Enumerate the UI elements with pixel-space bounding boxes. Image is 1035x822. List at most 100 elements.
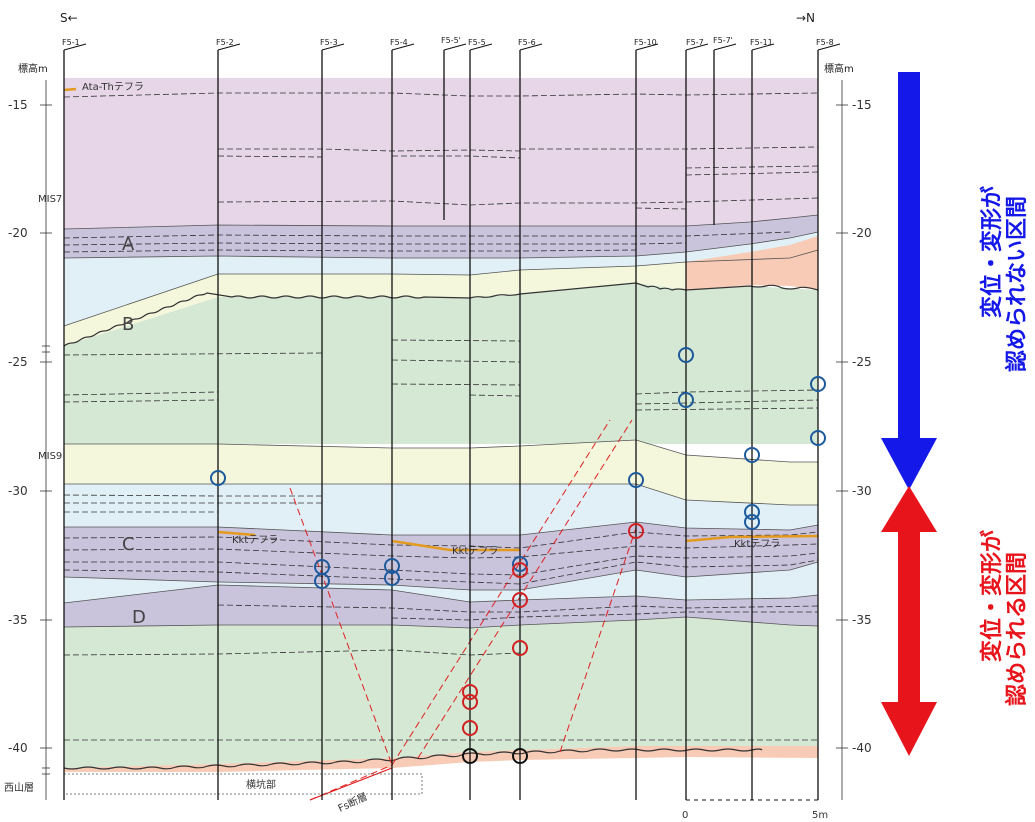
- left-elevation-axis: [40, 80, 52, 800]
- ata-th-tephra-label: Ata-Thテフラ: [82, 81, 144, 93]
- sample-marker: [512, 562, 528, 578]
- kkt-tephra-label-left: Kktテフラ: [232, 534, 278, 546]
- fs-fault-solid: [309, 767, 393, 801]
- borehole-label: F5-10: [634, 38, 657, 47]
- tick-label: -35: [852, 613, 872, 627]
- tick-label: -15: [852, 98, 872, 112]
- lower-annotation: 変位・変形が 認められる区間: [979, 530, 1030, 706]
- borehole-label: F5-7: [686, 38, 704, 47]
- displacement-arrow: [881, 486, 937, 756]
- tunnel-label: 横坑部: [246, 778, 276, 791]
- tick-label: -20: [852, 226, 872, 240]
- lower-annotation-line2: 認められる区間: [1004, 552, 1030, 706]
- tick-label: -35: [8, 613, 28, 627]
- tick-label: -25: [852, 355, 872, 369]
- base-unit-label: 西山層: [4, 782, 34, 794]
- right-elevation-axis: [836, 80, 848, 800]
- sample-marker: [810, 430, 826, 446]
- fault-line-3: [417, 419, 633, 759]
- upper-annotation-line2: 認められない区間: [1004, 196, 1030, 372]
- tick-label: -30: [852, 484, 872, 498]
- stratigraphy-fills: [64, 78, 818, 772]
- layer-label-b: B: [122, 314, 134, 335]
- sample-marker: [512, 592, 528, 608]
- lower-annotation-line1: 変位・変形が: [979, 530, 1005, 662]
- sample-markers-blue: [210, 347, 826, 589]
- borehole-label: F5-3: [320, 38, 338, 47]
- borehole-label: F5-5': [441, 36, 461, 45]
- stage-label-mis9: MIS9: [38, 451, 62, 462]
- sample-marker: [512, 640, 528, 656]
- borehole-label: F5-4: [390, 38, 408, 47]
- sample-marker: [628, 472, 644, 488]
- sample-marker: [744, 504, 760, 520]
- tick-label: -25: [8, 355, 28, 369]
- ata-th-tephra-line: [63, 87, 77, 92]
- green-layer-upper: [64, 283, 818, 444]
- scale-bar: 0 5m: [682, 799, 828, 821]
- mis9-silt: [64, 440, 818, 505]
- sample-marker: [462, 694, 478, 710]
- layer-label-c: C: [122, 534, 135, 555]
- borehole-tops: [63, 43, 841, 51]
- erosional-surface-base: [63, 748, 763, 770]
- sample-marker: [744, 447, 760, 463]
- sample-marker: [628, 523, 644, 539]
- elevation-label-right: 標高m: [824, 62, 854, 75]
- right-tick-labels: -15 -20 -25 -30 -35 -40: [852, 98, 872, 755]
- upper-annotation-line1: 変位・変形が: [979, 186, 1005, 318]
- borehole-label: F5-1: [62, 38, 80, 47]
- direction-north: →N: [796, 11, 815, 25]
- sample-marker: [384, 570, 400, 586]
- elevation-label-left: 標高m: [18, 62, 48, 75]
- borehole-label: F5-11: [750, 38, 773, 47]
- sample-marker: [512, 556, 528, 572]
- fault-line-4: [559, 527, 637, 753]
- borehole-label: F5-6: [518, 38, 536, 47]
- direction-south: S←: [60, 11, 78, 25]
- kkt-tephra-line-center: [391, 539, 520, 552]
- sample-marker: [384, 558, 400, 574]
- kkt-tephra-line-left: [217, 530, 256, 537]
- fault-line-1: [289, 487, 393, 766]
- borehole-labels: F5-1 F5-2 F5-3 F5-4 F5-5' F5-5 F5-6 F5-1…: [62, 36, 834, 47]
- layer-c-clay: [64, 522, 818, 590]
- borehole-label: F5-8: [816, 38, 834, 47]
- sample-marker: [462, 684, 478, 700]
- borehole-label: F5-2: [216, 38, 234, 47]
- tick-label: -15: [8, 98, 28, 112]
- sample-marker: [462, 748, 478, 764]
- mis7-layer: [64, 78, 818, 230]
- layer-a-clay: [64, 215, 818, 258]
- sample-marker: [678, 347, 694, 363]
- sample-markers-black: [462, 748, 528, 764]
- tick-label: -40: [852, 741, 872, 755]
- kkt-tephra-label-right: Kktテフラ: [734, 538, 780, 550]
- kkt-tephra-label-center: Kktテフラ: [452, 545, 498, 557]
- fault-lines: [289, 419, 637, 801]
- sand-layer-middle: [64, 484, 818, 535]
- sample-marker: [512, 748, 528, 764]
- green-layer-lower: [64, 617, 818, 768]
- sample-marker: [678, 392, 694, 408]
- borehole-label: F5-7': [713, 36, 733, 45]
- fault-line-2: [391, 419, 611, 766]
- sample-marker: [462, 720, 478, 736]
- tick-label: -40: [8, 741, 28, 755]
- layer-label-a: A: [122, 234, 135, 255]
- scale-label-zero: 0: [682, 810, 688, 821]
- scale-label-five: 5m: [812, 810, 828, 821]
- borehole-label: F5-5: [468, 38, 486, 47]
- erosional-surface-b: [63, 282, 819, 347]
- sample-marker: [314, 573, 330, 589]
- upper-annotation: 変位・変形が 認められない区間: [979, 186, 1030, 372]
- tick-label: -30: [8, 484, 28, 498]
- tephra-lines: [63, 87, 819, 552]
- no-displacement-arrow: [881, 72, 937, 490]
- sample-marker: [210, 470, 226, 486]
- tick-label: -20: [8, 226, 28, 240]
- borehole-columns: [63, 50, 819, 800]
- basal-gravel: [64, 746, 818, 772]
- sample-marker: [810, 376, 826, 392]
